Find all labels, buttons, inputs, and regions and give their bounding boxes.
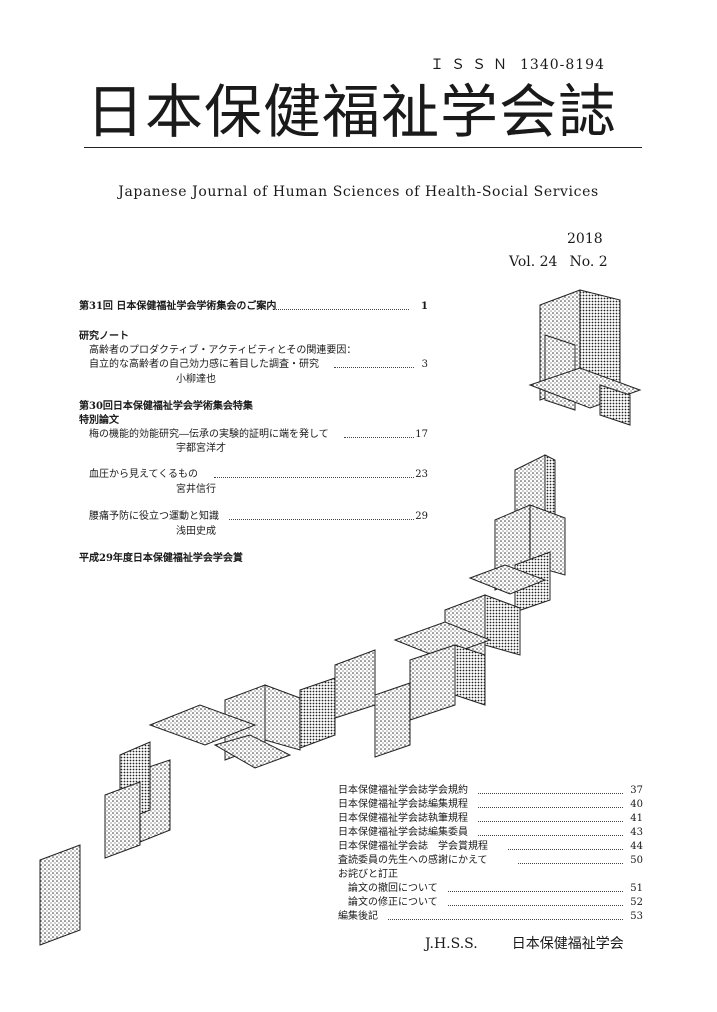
journal-abbreviation: J.H.S.S.: [425, 936, 478, 952]
toc-section-heading: 第30回日本保健福祉学会学術集会特集: [79, 401, 253, 412]
volume: Vol. 24: [509, 254, 558, 270]
publisher-footer: J.H.S.S. 日本保健福祉学会: [425, 933, 624, 953]
toc-author: 宇都宮洋才: [176, 443, 226, 454]
issue-number: No. 2: [569, 254, 608, 270]
toc-author: 宮井信行: [176, 484, 216, 495]
title-rule: [84, 147, 642, 148]
journal-title: 日本保健福祉学会誌: [86, 78, 618, 146]
toc-author: 小柳達也: [176, 374, 216, 385]
toc-section-heading: 特別論文: [79, 415, 119, 426]
issue-year: 2018: [567, 231, 603, 247]
toc-author: 浅田史成: [176, 526, 216, 537]
volume-number: Vol. 24 No. 2: [509, 254, 620, 270]
issn-label: ＩＳＳＮ: [430, 57, 514, 73]
toc-item[interactable]: 高齢者のプロダクティブ・アクティビティとその関連要因：: [89, 345, 357, 356]
journal-subtitle: Japanese Journal of Human Sciences of He…: [118, 184, 599, 200]
society-name: 日本保健福祉学会: [511, 936, 624, 952]
issn: ＩＳＳＮ 1340-8194: [430, 54, 610, 74]
isometric-panels: [39, 289, 642, 946]
issn-number: 1340-8194: [520, 57, 605, 73]
toc-section-heading: 平成29年度日本保健福祉学会学会賞: [79, 553, 243, 564]
toc-section-heading: お詫びと訂正: [338, 869, 398, 880]
toc-section-heading: 研究ノート: [79, 331, 129, 342]
